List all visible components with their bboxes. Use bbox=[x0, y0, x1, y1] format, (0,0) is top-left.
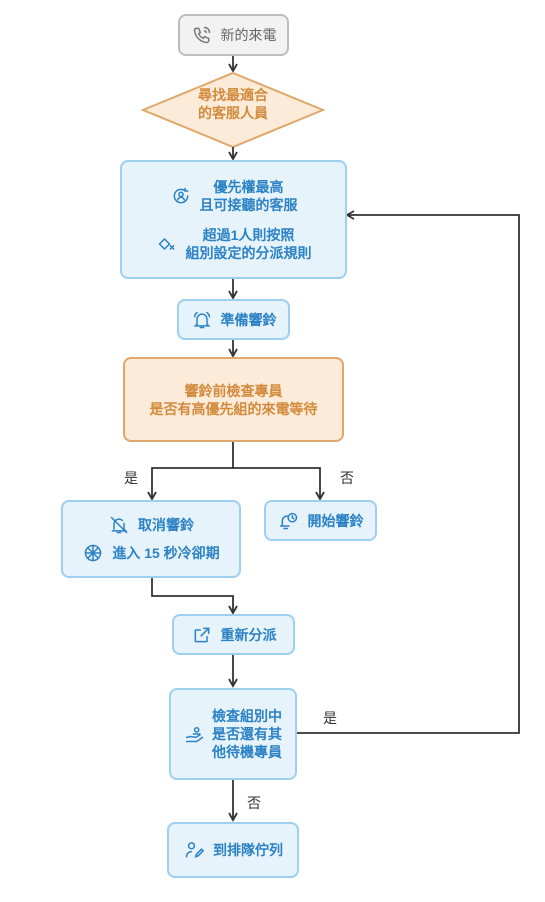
rule-line-1: 超過1人則按照 bbox=[202, 226, 295, 243]
user-edit-icon bbox=[183, 839, 205, 861]
queue-node: 到排隊佇列 bbox=[167, 822, 299, 878]
cancel-ring-label: 取消響鈴 bbox=[138, 517, 194, 533]
external-link-icon bbox=[191, 624, 213, 646]
user-cycle-icon bbox=[170, 185, 192, 207]
precheck-line-2: 是否有高優先組的來電等待 bbox=[149, 400, 318, 417]
ready-ring-node: 準備響鈴 bbox=[177, 299, 290, 340]
priority-node: 優先權最高 且可接聽的客服 超過1人則按照 組別設定的分派規則 bbox=[120, 160, 347, 279]
queue-label: 到排隊佇列 bbox=[213, 842, 283, 858]
reassign-label: 重新分派 bbox=[220, 626, 277, 643]
priority-line-2: 且可接聽的客服 bbox=[199, 196, 298, 213]
rule-line-2: 組別設定的分派規則 bbox=[185, 244, 312, 261]
reassign-node: 重新分派 bbox=[172, 614, 295, 655]
bell-clock-icon bbox=[278, 510, 300, 532]
check-group-line-3: 他待機專員 bbox=[212, 744, 282, 760]
check-group-line-1: 檢查組別中 bbox=[212, 708, 282, 724]
precheck-line-1: 響鈴前檢查專員 bbox=[184, 382, 283, 399]
agent-hand-icon bbox=[184, 723, 206, 745]
phone-call-icon bbox=[191, 24, 213, 46]
ready-ring-label: 準備響鈴 bbox=[220, 311, 277, 328]
no-label-down: 否 bbox=[247, 795, 261, 811]
find-best-line-1: 尋找最適合 bbox=[198, 87, 268, 103]
edge-precheck-no bbox=[233, 467, 325, 501]
find-best-line-2: 的客服人員 bbox=[198, 105, 268, 121]
edge-check-yes-loop bbox=[297, 210, 520, 734]
edge-precheck-yes bbox=[147, 442, 234, 501]
start-ring-node: 開始響鈴 bbox=[264, 500, 377, 541]
start-node: 新的來電 bbox=[178, 14, 289, 56]
bell-off-icon bbox=[108, 514, 130, 536]
check-group-line-2: 是否還有其 bbox=[212, 726, 282, 742]
start-label: 新的來電 bbox=[220, 27, 277, 43]
cancel-ring-node: 取消響鈴 進入 15 秒冷卻期 bbox=[61, 500, 241, 578]
find-best-label: 尋找最適合 的客服人員 bbox=[153, 86, 313, 122]
tag-shuffle-icon bbox=[156, 233, 178, 255]
precheck-node: 響鈴前檢查專員 是否有高優先組的來電等待 bbox=[123, 357, 344, 442]
check-group-node: 檢查組別中 是否還有其 他待機專員 bbox=[169, 688, 297, 780]
cooldown-icon bbox=[82, 542, 104, 564]
priority-line-1: 優先權最高 bbox=[213, 178, 284, 195]
yes-label-loop: 是 bbox=[323, 710, 337, 726]
start-ring-label: 開始響鈴 bbox=[307, 512, 364, 529]
edge-cancel-to-reassign bbox=[151, 578, 238, 615]
bell-ringing-icon bbox=[191, 309, 213, 331]
cooldown-label: 進入 15 秒冷卻期 bbox=[112, 545, 220, 561]
no-label-right: 否 bbox=[340, 470, 354, 486]
yes-label-left: 是 bbox=[124, 470, 138, 486]
